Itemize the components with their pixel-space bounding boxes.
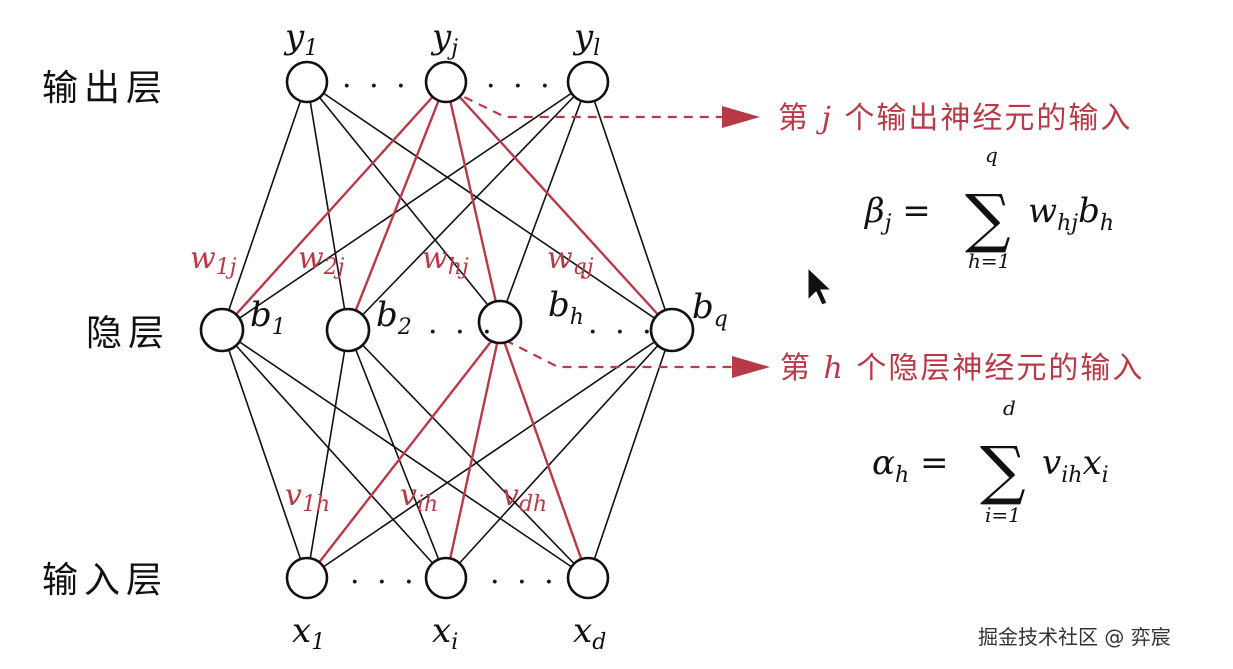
input-ellipsis-right: · · · [490, 565, 558, 600]
mouse-cursor-icon [807, 266, 833, 306]
input-to-bh-edges [306, 329, 590, 579]
output-node-yl [566, 60, 610, 104]
hidden-layer-label: 隐层 [86, 313, 170, 354]
label-bq: bq [692, 287, 728, 332]
hidden-node-b2 [325, 307, 371, 353]
hidden-annotation-text: 第 h 个隐层神经元的输入 [780, 351, 1144, 386]
hidden-sum-upper: d [1003, 396, 1016, 420]
output-node-yj [424, 60, 468, 104]
svg-text:whjbh: whjbh [1028, 191, 1114, 236]
input-node-xd [566, 556, 610, 600]
hidden-annotation-arrow [504, 339, 770, 378]
hidden-node-bh [477, 299, 523, 345]
output-formula: βj = q ∑ h=1 whjbh [863, 143, 1114, 273]
output-node-y1 [285, 60, 329, 104]
hidden-layer-nodes [199, 299, 695, 353]
svg-text:αh =: αh = [872, 443, 948, 488]
input-node-x1 [285, 556, 329, 600]
hidden-ellipsis-right: · · · [588, 315, 656, 350]
output-annotation-text: 第 j 个输出神经元的输入 [778, 101, 1132, 136]
weight-w1j: w1j [190, 241, 237, 280]
hidden-formula: αh = d ∑ i=1 vihxi [872, 396, 1109, 527]
hidden-sum-sign: ∑ [980, 434, 1026, 508]
svg-text:vihxi: vihxi [1042, 443, 1109, 488]
weight-vdh: vdh [502, 478, 547, 517]
svg-text:βj =: βj = [863, 191, 931, 236]
hidden-node-b1 [199, 307, 245, 353]
weight-whj: whj [422, 241, 469, 280]
output-sum-sign: ∑ [965, 182, 1011, 256]
hidden-to-yj-edges [221, 81, 673, 331]
weight-v1h: v1h [285, 478, 330, 517]
label-yj: yj [430, 17, 458, 61]
output-ellipsis-left: · · · [342, 69, 410, 104]
label-xi: xi [432, 611, 458, 655]
output-layer-label: 输出层 [42, 68, 168, 109]
watermark: 掘金技术社区 @ 弈宸 [978, 625, 1171, 649]
output-sum-upper: q [985, 143, 998, 167]
input-hidden-edges [221, 329, 673, 579]
weight-wqj: wqj [547, 241, 594, 280]
label-b1: b1 [250, 295, 286, 340]
label-yl: yl [572, 17, 600, 61]
label-y1: y1 [283, 17, 318, 61]
output-ellipsis-right: · · · [486, 69, 554, 104]
output-sum-lower: h=1 [968, 249, 1010, 273]
weight-vih: vih [400, 478, 438, 517]
label-x1: x1 [292, 611, 325, 655]
label-b2: b2 [376, 295, 412, 340]
hidden-sum-lower: i=1 [985, 503, 1021, 527]
hidden-output-edges [221, 81, 673, 331]
input-layer-label: 输入层 [42, 560, 168, 601]
hidden-ellipsis-left: · · · [428, 315, 496, 350]
label-bh: bh [548, 285, 584, 330]
output-annotation-arrow [449, 89, 760, 128]
label-xd: xd [573, 611, 606, 655]
input-layer-nodes [285, 556, 610, 600]
input-node-xi [424, 556, 468, 600]
input-ellipsis-left: · · · [350, 565, 418, 600]
hidden-node-bq [649, 307, 695, 353]
output-layer-nodes [285, 60, 610, 104]
weight-w2j: w2j [298, 241, 345, 280]
